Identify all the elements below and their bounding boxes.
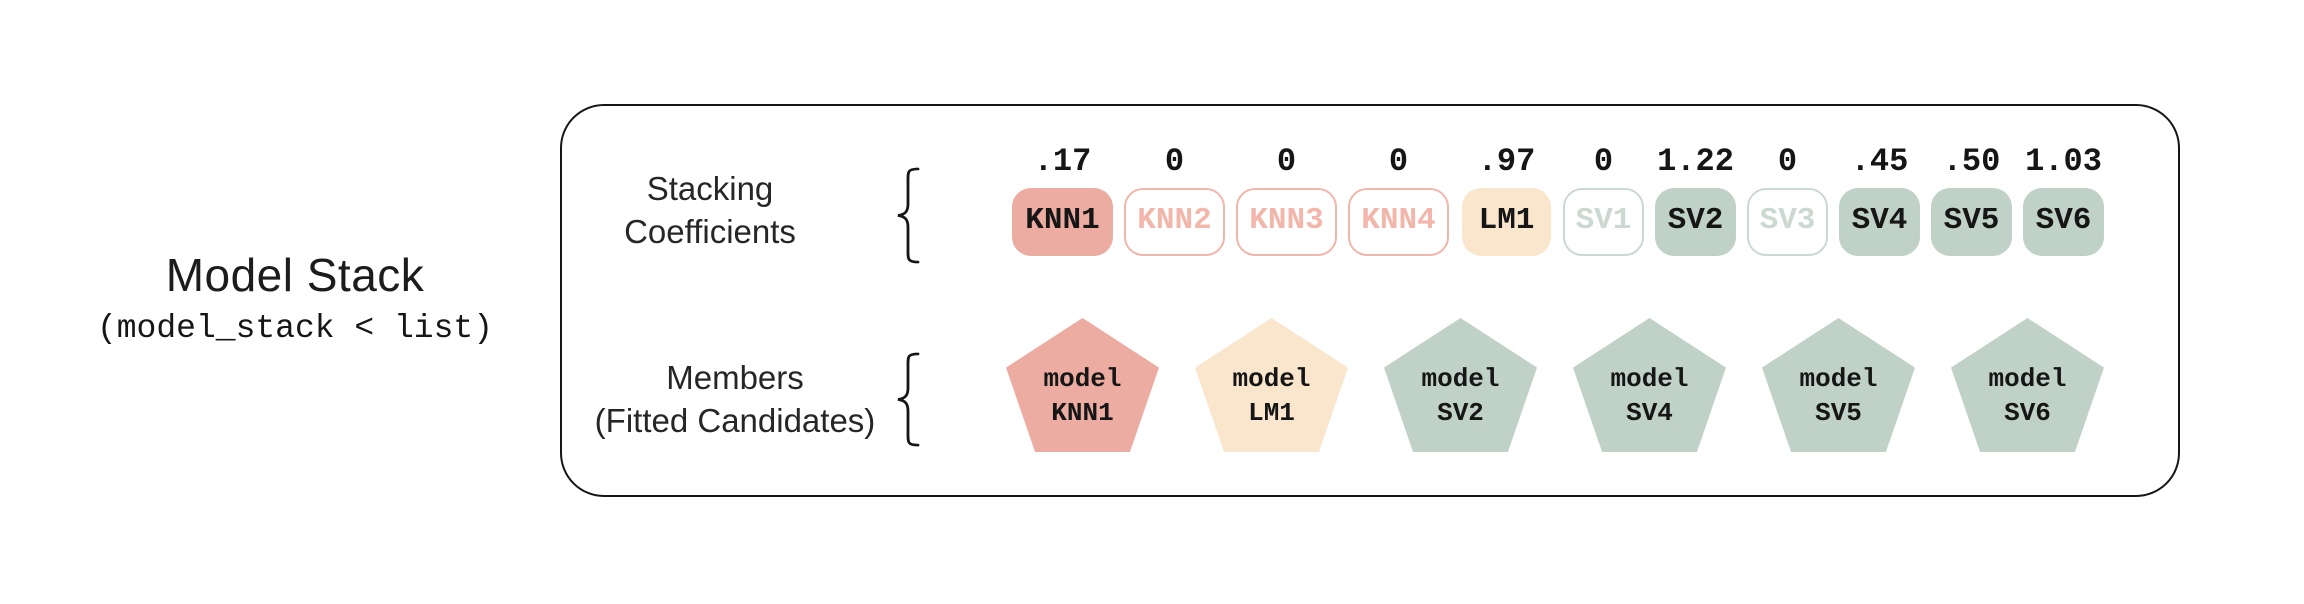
member-word-model: model xyxy=(1799,364,1878,394)
diagram-title: Model Stack xyxy=(165,249,425,301)
coef-value-SV1: 0 xyxy=(1593,143,1614,180)
coef-chip-KNN4: KNN4 xyxy=(1348,188,1449,256)
coef-value-KNN4: 0 xyxy=(1388,143,1409,180)
coef-chip-SV4: SV4 xyxy=(1839,188,1920,256)
members-label-line1: Members xyxy=(666,359,804,396)
member-word-model: model xyxy=(1610,364,1689,394)
left-title-block: Model Stack (model_stack < list) xyxy=(30,246,560,352)
coef-chip-SV6: SV6 xyxy=(2023,188,2104,256)
curly-brace-coefficients xyxy=(897,167,920,264)
coef-value-SV2: 1.22 xyxy=(1657,143,1734,180)
member-word-model: model xyxy=(1232,364,1311,394)
coef-value-SV6: 1.03 xyxy=(2025,143,2102,180)
coef-chip-SV3: SV3 xyxy=(1747,188,1828,256)
members-label: Members (Fitted Candidates) xyxy=(570,356,900,442)
coef-chip-KNN3: KNN3 xyxy=(1236,188,1337,256)
stacking-coefficients-label: Stacking Coefficients xyxy=(570,167,850,253)
coef-chip-SV1: SV1 xyxy=(1563,188,1644,256)
members-label-line2: (Fitted Candidates) xyxy=(594,402,876,439)
stacking-label-line2: Coefficients xyxy=(624,213,796,250)
member-model-name: LM1 xyxy=(1248,398,1295,428)
coef-value-SV4: .45 xyxy=(1850,143,1909,180)
member-model-name: SV6 xyxy=(2004,398,2051,428)
member-model-name: SV4 xyxy=(1626,398,1673,428)
member-model-name: SV5 xyxy=(1815,398,1862,428)
coef-chip-SV2: SV2 xyxy=(1655,188,1736,256)
member-word-model: model xyxy=(1988,364,2067,394)
diagram-subtitle-code: (model_stack < list) xyxy=(96,310,494,347)
coef-value-SV5: .50 xyxy=(1942,143,2001,180)
member-word-model: model xyxy=(1421,364,1500,394)
coef-value-KNN1: .17 xyxy=(1033,143,1092,180)
coef-chip-SV5: SV5 xyxy=(1931,188,2012,256)
coef-value-SV3: 0 xyxy=(1777,143,1798,180)
coef-chip-LM1: LM1 xyxy=(1462,188,1551,256)
member-word-model: model xyxy=(1043,364,1122,394)
coef-value-KNN3: 0 xyxy=(1276,143,1297,180)
coef-chip-KNN2: KNN2 xyxy=(1124,188,1225,256)
member-model-name: SV2 xyxy=(1437,398,1484,428)
coef-value-KNN2: 0 xyxy=(1164,143,1185,180)
coef-chip-KNN1: KNN1 xyxy=(1012,188,1113,256)
coef-value-LM1: .97 xyxy=(1477,143,1536,180)
curly-brace-members xyxy=(897,352,920,447)
member-model-name: KNN1 xyxy=(1051,398,1114,428)
model-stack-box xyxy=(560,104,2180,497)
stacking-label-line1: Stacking xyxy=(646,170,774,207)
